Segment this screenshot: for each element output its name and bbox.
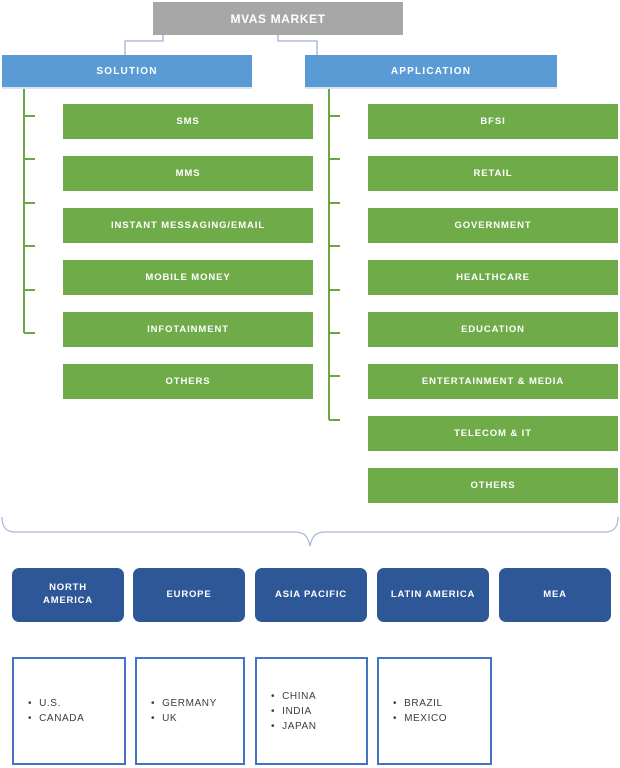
- country-label: CHINA: [282, 690, 317, 702]
- countries-card-europe: GERMANY UK: [135, 657, 245, 765]
- node-entertainment-media: ENTERTAINMENT & MEDIA: [368, 364, 618, 399]
- node-label: TELECOM & IT: [454, 428, 532, 439]
- region-mea: MEA: [499, 568, 611, 622]
- countries-card-asia-pacific: CHINA INDIA JAPAN: [255, 657, 368, 765]
- country-label: U.S.: [39, 698, 61, 709]
- countries-card-north-america: U.S. CANADA: [12, 657, 126, 765]
- bullet-icon: [271, 689, 282, 704]
- node-infotainment: INFOTAINMENT: [63, 312, 313, 347]
- country-item: CHINA: [271, 689, 317, 704]
- node-solution-others: OTHERS: [63, 364, 313, 399]
- node-bfsi: BFSI: [368, 104, 618, 139]
- country-list: BRAZIL MEXICO: [379, 696, 447, 726]
- regions-brace: [1, 516, 619, 547]
- country-item: U.S.: [28, 696, 84, 711]
- country-label: MEXICO: [404, 713, 448, 724]
- country-label: BRAZIL: [404, 698, 443, 709]
- region-label: EUROPE: [166, 588, 212, 600]
- region-europe: EUROPE: [133, 568, 245, 622]
- country-label: GERMANY: [162, 698, 217, 709]
- country-label: CANADA: [39, 713, 85, 724]
- region-label: NORTH AMERICA: [43, 582, 93, 606]
- region-label: ASIA PACIFIC: [275, 588, 347, 600]
- bullet-icon: [28, 711, 39, 726]
- node-sms: SMS: [63, 104, 313, 139]
- region-north-america: NORTH AMERICA: [12, 568, 124, 622]
- node-telecom-it: TELECOM & IT: [368, 416, 618, 451]
- branch-solution-label: SOLUTION: [96, 65, 158, 77]
- region-asia-pacific: ASIA PACIFIC: [255, 568, 367, 622]
- node-retail: RETAIL: [368, 156, 618, 191]
- country-label: UK: [162, 713, 178, 724]
- node-label: OTHERS: [470, 480, 516, 491]
- node-education: EDUCATION: [368, 312, 618, 347]
- country-list: GERMANY UK: [137, 696, 217, 726]
- country-list: U.S. CANADA: [14, 696, 84, 726]
- root-to-branches-connector: [124, 35, 318, 55]
- country-item: GERMANY: [151, 696, 217, 711]
- branch-application-label: APPLICATION: [390, 65, 472, 77]
- country-item: BRAZIL: [393, 696, 447, 711]
- root-label: MVAS MARKET: [230, 11, 326, 26]
- region-label: LATIN AMERICA: [390, 588, 476, 600]
- bullet-icon: [271, 704, 282, 719]
- region-label: MEA: [543, 588, 567, 600]
- node-instant-messaging-email: INSTANT MESSAGING/EMAIL: [63, 208, 313, 243]
- node-label: BFSI: [480, 116, 506, 127]
- bullet-icon: [151, 696, 162, 711]
- node-mms: MMS: [63, 156, 313, 191]
- solution-branch-line: [23, 89, 35, 334]
- country-item: JAPAN: [271, 719, 317, 734]
- node-label: ENTERTAINMENT & MEDIA: [421, 376, 565, 387]
- node-label: RETAIL: [473, 168, 513, 179]
- node-label: HEALTHCARE: [456, 272, 530, 283]
- country-item: UK: [151, 711, 217, 726]
- bullet-icon: [393, 711, 404, 726]
- node-government: GOVERNMENT: [368, 208, 618, 243]
- country-item: INDIA: [271, 704, 317, 719]
- node-healthcare: HEALTHCARE: [368, 260, 618, 295]
- node-application-others: OTHERS: [368, 468, 618, 503]
- branch-application: APPLICATION: [305, 55, 557, 89]
- bullet-icon: [271, 719, 282, 734]
- node-label: GOVERNMENT: [454, 220, 532, 231]
- country-item: CANADA: [28, 711, 84, 726]
- bullet-icon: [28, 696, 39, 711]
- application-branch-line: [328, 89, 340, 421]
- country-item: MEXICO: [393, 711, 447, 726]
- node-label: INSTANT MESSAGING/EMAIL: [110, 220, 266, 231]
- node-label: EDUCATION: [461, 324, 525, 335]
- root-node: MVAS MARKET: [153, 2, 403, 35]
- node-label: MMS: [175, 168, 201, 179]
- branch-solution: SOLUTION: [2, 55, 252, 89]
- countries-card-latin-america: BRAZIL MEXICO: [377, 657, 492, 765]
- country-list: CHINA INDIA JAPAN: [257, 689, 317, 734]
- bullet-icon: [151, 711, 162, 726]
- bullet-icon: [393, 696, 404, 711]
- node-label: INFOTAINMENT: [147, 324, 229, 335]
- country-label: INDIA: [282, 705, 312, 717]
- node-label: MOBILE MONEY: [145, 272, 231, 283]
- country-label: JAPAN: [282, 720, 317, 732]
- node-mobile-money: MOBILE MONEY: [63, 260, 313, 295]
- node-label: OTHERS: [165, 376, 211, 387]
- region-latin-america: LATIN AMERICA: [377, 568, 489, 622]
- node-label: SMS: [176, 116, 200, 127]
